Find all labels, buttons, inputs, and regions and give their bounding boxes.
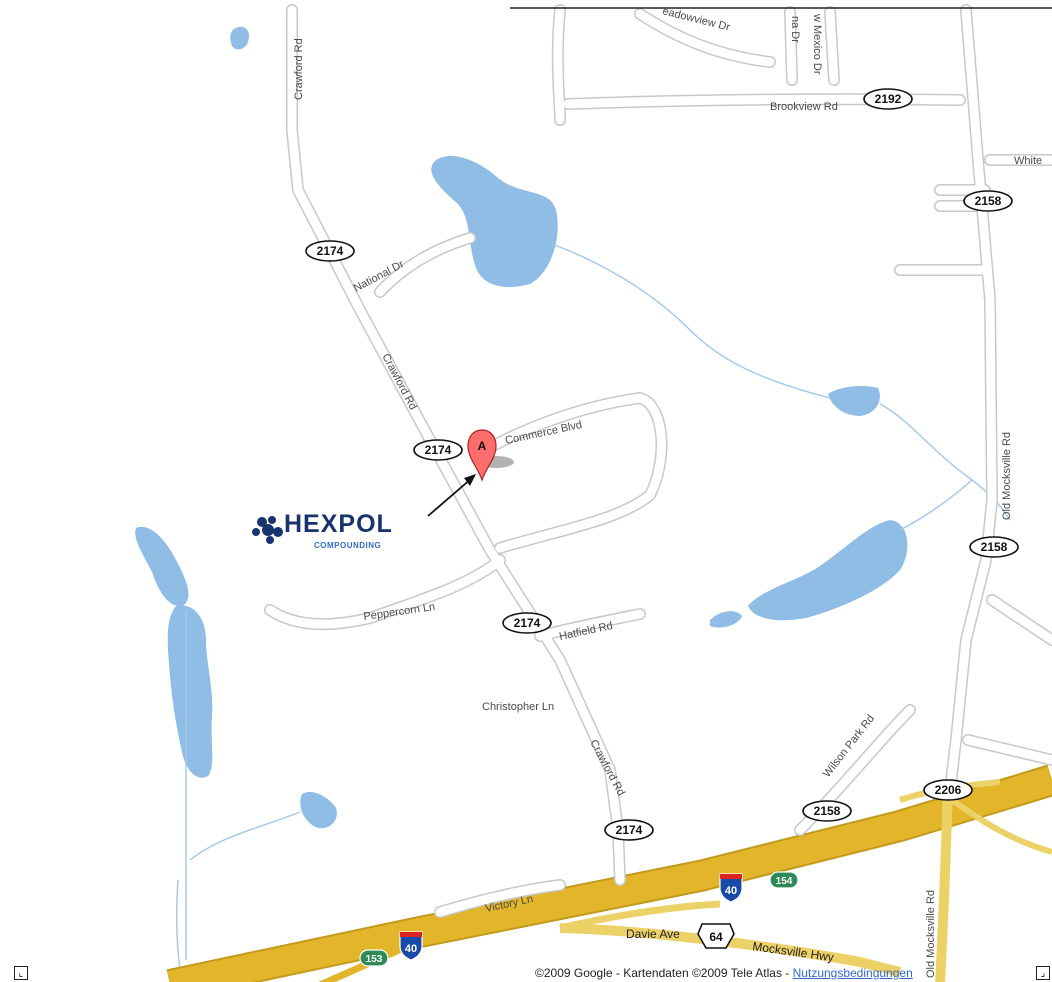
pond-west-long: [167, 605, 213, 778]
terms-link[interactable]: Nutzungsbedingungen: [792, 966, 913, 980]
label-crawford-rd-2: Crawford Rd: [379, 352, 419, 412]
label-brookview-rd: Brookview Rd: [770, 101, 838, 113]
lake-elongated-east: [748, 520, 908, 621]
label-mocksville-hwy: Mocksville Hwy: [752, 939, 835, 964]
location-marker-a[interactable]: A: [467, 429, 514, 482]
shield-2174-c: 2174: [502, 612, 552, 634]
label-davie-ave: Davie Ave: [626, 927, 680, 941]
label-old-mocksville-rd-2: Old Mocksville Rd: [925, 890, 937, 978]
label-white: White: [1014, 155, 1042, 167]
label-new-mexico-dr: w Mexico Dr: [811, 13, 823, 75]
lake-large-north: [431, 156, 558, 287]
svg-text:154: 154: [776, 876, 793, 887]
shield-2174-a: 2174: [305, 240, 355, 262]
route-153-shield: 153: [359, 949, 389, 967]
svg-text:40: 40: [725, 885, 737, 897]
arrow-pointer: [427, 474, 476, 517]
label-ona-dr: na Dr: [789, 16, 801, 43]
pond-west-top: [135, 526, 189, 607]
shield-2174-b: 2174: [413, 439, 463, 461]
route-154-shield: 154: [769, 871, 799, 889]
shield-2206: 2206: [923, 779, 973, 801]
svg-text:153: 153: [366, 954, 383, 965]
us-64-shield: 64: [697, 923, 735, 949]
hexpol-logo-name: HEXPOL: [284, 510, 393, 538]
svg-text:2206: 2206: [935, 783, 962, 797]
copyright-text: ©2009 Google - Kartendaten ©2009 Tele At…: [535, 966, 793, 980]
shield-2174-d: 2174: [604, 819, 654, 841]
shield-2158-b: 2158: [969, 536, 1019, 558]
corner-resize-icon-right[interactable]: ⌟: [1036, 966, 1050, 980]
label-christopher-ln: Christopher Ln: [482, 701, 554, 713]
svg-text:2158: 2158: [981, 540, 1008, 554]
svg-text:2174: 2174: [317, 244, 344, 258]
svg-text:2174: 2174: [616, 823, 643, 837]
streams: [175, 243, 1011, 971]
roads: [264, 4, 1052, 918]
lake-tiny-east: [710, 611, 742, 628]
marker-label: A: [478, 439, 487, 453]
svg-text:2174: 2174: [514, 616, 541, 630]
svg-text:40: 40: [405, 943, 417, 955]
lake-top-left: [230, 26, 250, 50]
interstate-40-shield-b: 40: [399, 931, 423, 961]
svg-text:2174: 2174: [425, 443, 452, 457]
label-old-mocksville-rd: Old Mocksville Rd: [1001, 432, 1013, 520]
highway-shields: 40 40 64 154 153: [359, 871, 799, 967]
hexpol-logo-icon: [252, 516, 283, 544]
label-crawford-rd-1: Crawford Rd: [293, 38, 305, 100]
svg-text:64: 64: [709, 930, 723, 944]
highway-i40: [166, 764, 1052, 982]
svg-text:2158: 2158: [975, 194, 1002, 208]
svg-text:2192: 2192: [875, 92, 902, 106]
svg-text:2158: 2158: [814, 804, 841, 818]
lake-small-east: [828, 386, 880, 416]
route-shields: 2174 2174 2174 2174 2192 2158 2158 2158: [305, 88, 1019, 841]
water-features: [135, 26, 908, 829]
shield-2192: 2192: [863, 88, 913, 110]
interstate-40-shield-a: 40: [719, 873, 743, 903]
shield-2158-c: 2158: [802, 800, 852, 822]
hexpol-logo-subtitle: COMPOUNDING: [314, 541, 382, 550]
map-attribution: ©2009 Google - Kartendaten ©2009 Tele At…: [535, 966, 913, 980]
corner-resize-icon-left[interactable]: ⌞: [14, 966, 28, 980]
pond-southwest: [300, 791, 337, 829]
shield-2158-a: 2158: [963, 190, 1013, 212]
